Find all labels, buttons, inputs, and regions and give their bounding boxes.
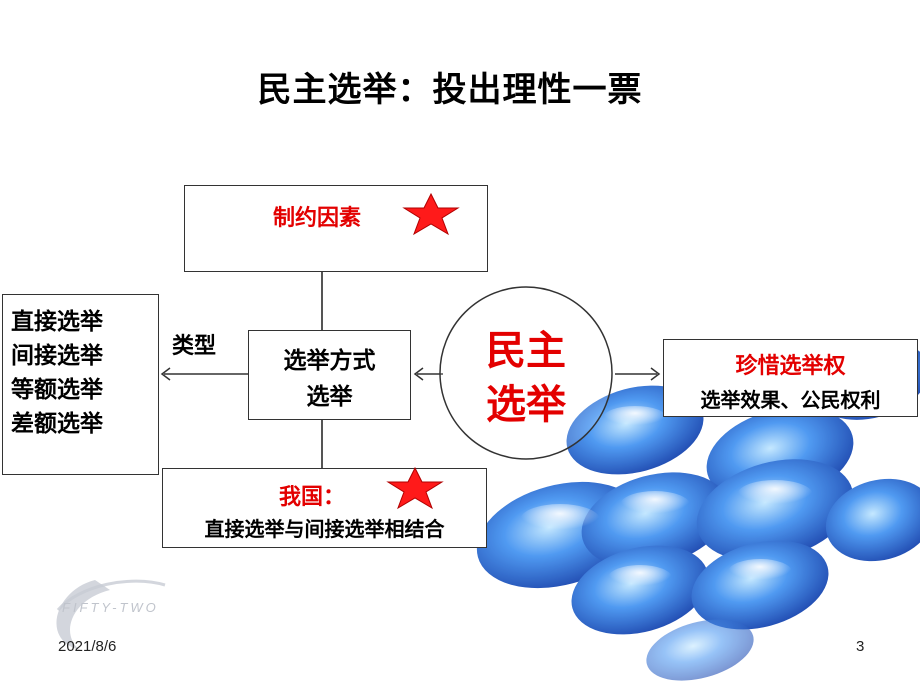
type-item: 等额选举 bbox=[11, 377, 103, 403]
star-icon bbox=[402, 192, 460, 236]
type-item: 差额选举 bbox=[11, 411, 103, 437]
arrow-to-types bbox=[160, 367, 248, 381]
page-number: 3 bbox=[856, 638, 865, 655]
type-item: 间接选举 bbox=[11, 343, 103, 369]
center-line2: 选举 bbox=[486, 382, 566, 428]
types-box: 直接选举间接选举等额选举差额选举 bbox=[2, 294, 159, 475]
connector-bottom bbox=[321, 420, 323, 468]
center-line1: 民主 bbox=[486, 328, 566, 374]
method-line2: 选举 bbox=[306, 384, 353, 410]
type-label: 类型 bbox=[172, 334, 217, 359]
rights-title: 珍惜选举权 bbox=[735, 354, 846, 379]
method-box: 选举方式 选举 bbox=[248, 330, 411, 420]
star-icon bbox=[386, 466, 444, 510]
type-item: 直接选举 bbox=[11, 309, 103, 335]
center-circle bbox=[439, 286, 613, 460]
china-label: 我国： bbox=[279, 485, 346, 510]
watermark-text: FIFTY-TWO bbox=[62, 600, 159, 615]
connector-top bbox=[321, 272, 323, 330]
rights-box: 珍惜选举权 选举效果、公民权利 bbox=[663, 339, 918, 417]
method-line1: 选举方式 bbox=[283, 348, 376, 374]
page-title: 民主选举：投出理性一票 bbox=[257, 70, 643, 110]
arrow-to-rights bbox=[615, 367, 661, 381]
china-box: 我国： 直接选举与间接选举相结合 bbox=[162, 468, 487, 548]
footer-date: 2021/8/6 bbox=[58, 638, 117, 655]
types-list: 直接选举间接选举等额选举差额选举 bbox=[11, 305, 103, 441]
constraint-box: 制约因素 bbox=[184, 185, 488, 272]
arrow-to-method bbox=[413, 367, 443, 381]
constraint-label: 制约因素 bbox=[273, 206, 362, 231]
rights-text: 选举效果、公民权利 bbox=[700, 388, 881, 412]
china-text: 直接选举与间接选举相结合 bbox=[204, 517, 445, 541]
